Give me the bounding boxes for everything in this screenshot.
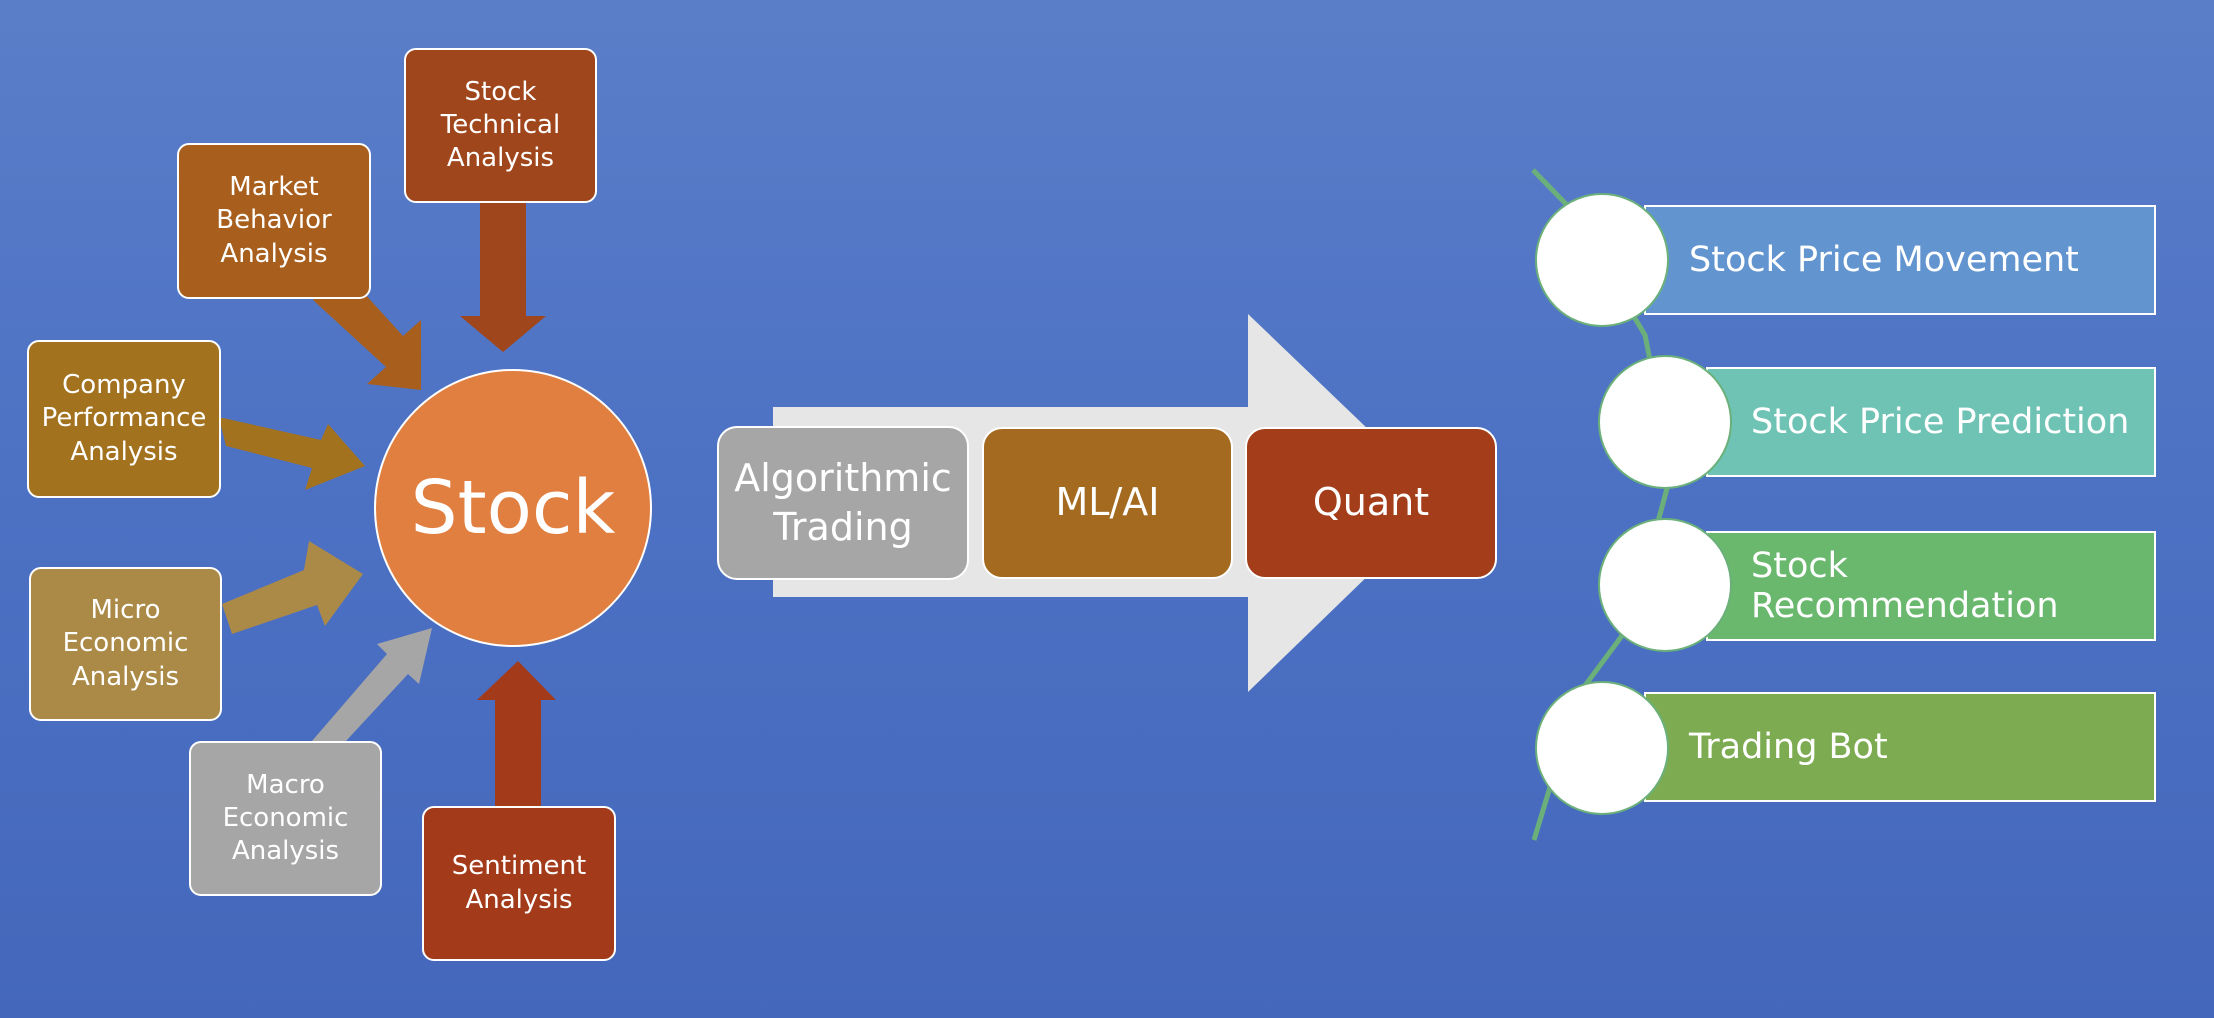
arrow-company-performance: [219, 418, 365, 490]
output-label: Stock Price Prediction: [1751, 402, 2130, 442]
bullet-circle: [1598, 355, 1732, 489]
quant-box: Quant: [1245, 427, 1497, 579]
output-label: Stock Recommendation: [1751, 546, 2059, 626]
technical-analysis-box: Stock Technical Analysis: [404, 48, 597, 203]
arrow-sentiment: [477, 661, 556, 806]
arrow-micro-economic: [222, 541, 363, 634]
arrow-macro-economic: [312, 628, 432, 741]
arrow-market-behavior: [313, 272, 421, 390]
output-stock-price-movement: Stock Price Movement: [1644, 205, 2156, 315]
arrow-technical: [460, 202, 546, 352]
macro-economic-analysis-box: Macro Economic Analysis: [189, 741, 382, 896]
micro-economic-analysis-box: Micro Economic Analysis: [29, 567, 222, 721]
bullet-circle: [1598, 518, 1732, 652]
stock-circle: Stock: [374, 369, 652, 647]
sentiment-analysis-box: Sentiment Analysis: [422, 806, 616, 961]
market-behavior-analysis-box: Market Behavior Analysis: [177, 143, 371, 299]
ml-ai-box: ML/AI: [982, 427, 1233, 579]
bullet-circle: [1535, 193, 1669, 327]
bullet-circle: [1535, 681, 1669, 815]
output-label: Stock Price Movement: [1689, 240, 2079, 280]
algorithmic-trading-box: Algorithmic Trading: [717, 426, 969, 580]
output-stock-recommendation: Stock Recommendation: [1706, 531, 2156, 641]
company-performance-analysis-box: Company Performance Analysis: [27, 340, 221, 498]
output-trading-bot: Trading Bot: [1644, 692, 2156, 802]
output-label: Trading Bot: [1689, 727, 1888, 767]
output-stock-price-prediction: Stock Price Prediction: [1706, 367, 2156, 477]
